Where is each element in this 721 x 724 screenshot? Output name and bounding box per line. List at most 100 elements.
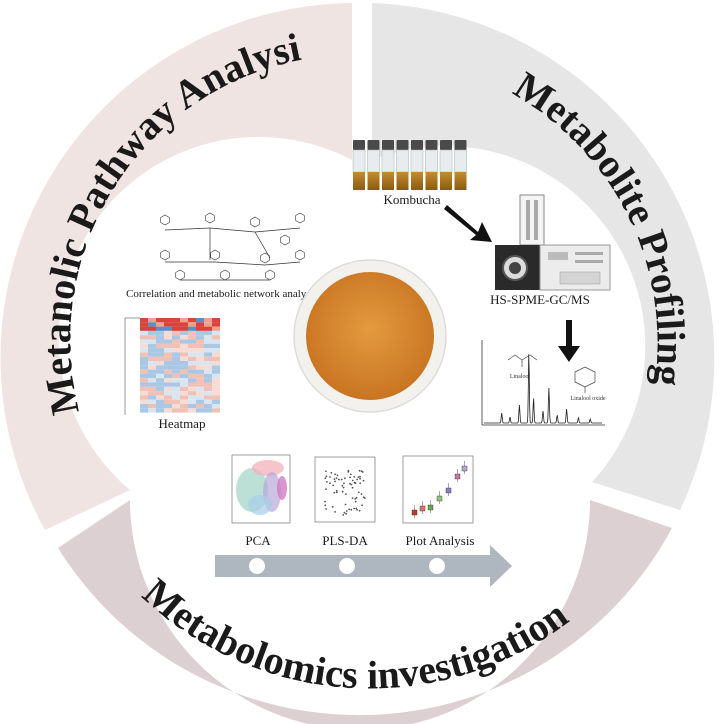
heatmap-cell — [188, 343, 196, 349]
vial-glass — [425, 149, 438, 173]
heatmap-cell — [196, 378, 204, 383]
heatmap-cell — [156, 361, 164, 366]
heatmap-cell — [212, 378, 220, 383]
plsda-point — [350, 473, 352, 476]
network-node — [160, 249, 170, 261]
heatmap-cell — [188, 378, 196, 383]
heatmap-cell — [212, 352, 220, 357]
vial-glass — [454, 149, 467, 173]
vial-cap — [411, 140, 423, 150]
heatmap-cell — [156, 365, 164, 370]
plsda-point — [345, 493, 347, 495]
heatmap-cell — [180, 330, 188, 336]
heatmap-cell — [140, 408, 148, 413]
plsda-point — [338, 478, 340, 481]
heatmap-cell — [148, 408, 156, 413]
heatmap-cell — [188, 373, 196, 379]
plsda-point — [359, 482, 362, 484]
peak-label-linalool-oxide: Linalool oxide — [570, 396, 605, 402]
progress-dot-plot — [429, 558, 445, 574]
network-node — [250, 216, 260, 228]
heatmap-cell — [172, 326, 180, 331]
plsda-point — [334, 473, 336, 476]
heatmap-cell — [164, 352, 172, 357]
plsda-point — [357, 491, 360, 494]
heatmap-cell — [188, 356, 196, 361]
network-node — [160, 214, 170, 226]
plsda-point — [324, 500, 326, 503]
heatmap-cell — [164, 348, 172, 353]
plsda-point — [361, 471, 364, 473]
vial-glass — [410, 149, 424, 173]
heatmap-cell — [188, 361, 196, 366]
chromatogram: Linalool Linalool oxide — [481, 340, 606, 426]
vial-cap — [396, 140, 409, 150]
heatmap-cell — [180, 322, 188, 327]
heatmap-cell — [180, 404, 188, 409]
heatmap-cell — [172, 382, 180, 387]
heatmap-cell — [188, 335, 196, 340]
heatmap-cell — [156, 318, 164, 323]
heatmap-cell — [156, 378, 164, 383]
plsda-point — [325, 488, 327, 490]
heatmap-cell — [188, 330, 196, 336]
heatmap-cell — [172, 369, 180, 374]
heatmap-cell — [188, 322, 196, 327]
heatmap-cell — [140, 318, 148, 323]
plsda-point — [331, 505, 334, 508]
heatmap-cell — [156, 322, 164, 327]
plsda-point — [335, 489, 338, 492]
heatmap-cell — [180, 399, 188, 404]
box-mark — [436, 495, 443, 502]
heatmap-cell — [164, 382, 172, 387]
plsda-point — [360, 493, 363, 495]
heatmap-cell — [140, 365, 148, 370]
heatmap-cell — [140, 330, 148, 336]
heatmap-cell — [156, 352, 164, 357]
heatmap-cell — [204, 361, 212, 366]
heatmap-cell — [204, 365, 212, 370]
heatmap-cell — [140, 335, 148, 340]
box-mark — [427, 504, 434, 511]
box-mark — [445, 487, 452, 494]
heatmap-cell — [204, 399, 212, 404]
plsda-point — [356, 478, 359, 481]
heatmap-cell — [148, 365, 156, 370]
progress-dot-plsda — [339, 558, 355, 574]
heatmap-cell — [140, 361, 148, 366]
network-node — [210, 249, 220, 261]
metabolic-network — [160, 212, 305, 281]
heatmap-cell — [164, 365, 172, 370]
heatmap-cell — [164, 395, 172, 400]
heatmap-cell — [148, 330, 156, 336]
heatmap-cell — [164, 399, 172, 404]
plsda-point — [347, 469, 350, 472]
heatmap-cell — [204, 395, 212, 400]
heatmap-cell — [204, 326, 212, 331]
heatmap-cell — [196, 395, 204, 400]
network-node — [280, 234, 290, 246]
heatmap-cell — [140, 391, 148, 396]
heatmap-cell — [180, 378, 188, 383]
heatmap-cell — [140, 399, 148, 404]
heatmap-cell — [180, 352, 188, 357]
heatmap-cell — [180, 408, 188, 413]
heatmap-cell — [204, 335, 212, 340]
heatmap-cell — [188, 399, 196, 404]
plsda-point — [350, 483, 353, 486]
plsda-point — [354, 500, 357, 503]
heatmap-cell — [164, 373, 172, 379]
heatmap-cell — [172, 386, 180, 392]
plsda-point — [335, 477, 338, 479]
plsda-point — [336, 474, 339, 477]
progress-arrow — [215, 545, 512, 587]
heatmap-cell — [148, 318, 156, 323]
heatmap-cell — [196, 361, 204, 366]
heatmap-cell — [140, 373, 148, 379]
plsda-point — [353, 507, 355, 510]
heatmap-cell — [164, 386, 172, 392]
plsda-point — [330, 471, 333, 474]
heatmap-cell — [188, 382, 196, 387]
network-label: Correlation and metabolic network analys… — [126, 288, 318, 300]
